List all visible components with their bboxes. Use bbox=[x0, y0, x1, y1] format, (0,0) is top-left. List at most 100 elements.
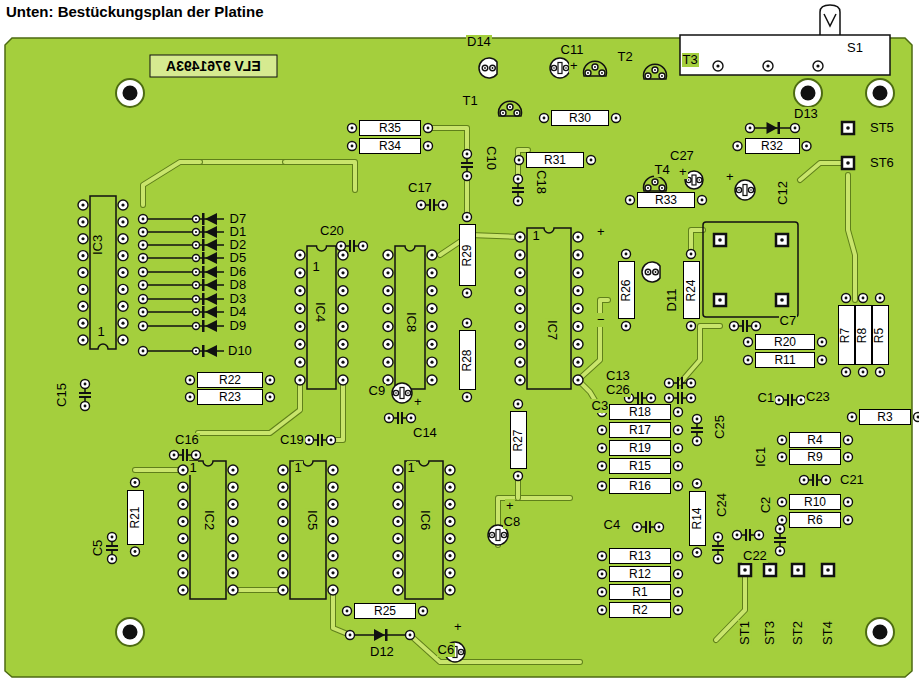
solder-pad bbox=[383, 321, 393, 331]
track-edge bbox=[233, 587, 283, 593]
track-edge bbox=[498, 498, 570, 545]
copper-track bbox=[200, 160, 285, 164]
solder-pad bbox=[813, 61, 823, 71]
solder-pad bbox=[81, 380, 90, 389]
part-label: C17 bbox=[407, 181, 433, 195]
solder-pad bbox=[178, 516, 188, 526]
drill-hole bbox=[677, 555, 680, 558]
drill-hole bbox=[594, 66, 596, 68]
solder-pad bbox=[800, 476, 809, 485]
resistor-box: R9 bbox=[789, 449, 841, 465]
drill-hole bbox=[81, 220, 84, 223]
drill-hole bbox=[195, 454, 198, 457]
solder-pad bbox=[445, 568, 455, 578]
capacitor-plate bbox=[182, 449, 184, 461]
drill-hole bbox=[195, 257, 197, 259]
solder-pad bbox=[665, 379, 674, 388]
solder-pad bbox=[427, 286, 437, 296]
solder-pad bbox=[645, 185, 651, 191]
resistor-box: R26 bbox=[618, 261, 635, 319]
solder-pad bbox=[514, 472, 523, 481]
drill-hole bbox=[516, 112, 518, 114]
drill-hole bbox=[388, 417, 391, 420]
drill-hole bbox=[690, 397, 693, 400]
solder-pad bbox=[193, 269, 200, 276]
solder-pad bbox=[647, 394, 656, 403]
solder-pad bbox=[407, 414, 416, 423]
solder-pad bbox=[587, 156, 596, 165]
solder-pad bbox=[573, 357, 583, 367]
drill-hole bbox=[576, 235, 579, 238]
part-label: ST6 bbox=[869, 156, 895, 170]
part-label: C3 bbox=[591, 399, 610, 413]
solder-pad bbox=[228, 534, 238, 544]
copper-track bbox=[578, 300, 608, 380]
solder-pad bbox=[445, 465, 455, 475]
coil-outline bbox=[703, 222, 798, 317]
drill-hole bbox=[750, 189, 752, 191]
solder-pad bbox=[748, 187, 753, 192]
capacitor-plate bbox=[742, 320, 744, 332]
transistor-outline bbox=[644, 64, 667, 79]
resistor-box: R15 bbox=[609, 458, 671, 474]
part-label: + bbox=[569, 59, 579, 73]
capacitor-plate bbox=[401, 412, 403, 424]
capacitor-plate bbox=[677, 392, 679, 404]
part-label: 1 bbox=[97, 325, 106, 339]
drill-hole bbox=[800, 399, 803, 402]
part-label: T2 bbox=[617, 50, 634, 64]
square-pad bbox=[792, 564, 804, 576]
copper-track bbox=[440, 235, 520, 255]
solder-pad bbox=[645, 269, 651, 275]
resistor-label: R10 bbox=[804, 496, 826, 509]
drill-hole bbox=[142, 271, 145, 274]
part-label: C16 bbox=[174, 433, 200, 447]
solder-pad bbox=[633, 523, 642, 532]
solder-pad bbox=[687, 250, 696, 259]
drill-hole bbox=[142, 325, 145, 328]
solder-pad bbox=[674, 482, 683, 491]
part-label: ST2 bbox=[791, 620, 805, 646]
part-label: C26 bbox=[605, 383, 631, 397]
part-label: C5 bbox=[91, 539, 105, 558]
solder-pad bbox=[118, 284, 128, 294]
drill-hole bbox=[407, 392, 409, 394]
solder-pad bbox=[445, 585, 455, 595]
solder-pad bbox=[733, 142, 742, 151]
solder-pad bbox=[118, 268, 128, 278]
drill-hole bbox=[677, 609, 680, 612]
solder-pad bbox=[338, 321, 348, 331]
drill-hole bbox=[420, 204, 423, 207]
solder-pad bbox=[598, 426, 607, 435]
drill-hole bbox=[781, 501, 784, 504]
drill-hole bbox=[422, 610, 425, 613]
solder-pad bbox=[655, 523, 664, 532]
drill-hole bbox=[341, 325, 344, 328]
diode-bar bbox=[202, 213, 205, 225]
part-label: D3 bbox=[229, 292, 248, 306]
drill-hole bbox=[396, 486, 399, 489]
drill-hole bbox=[677, 429, 680, 432]
solder-pad bbox=[193, 255, 200, 262]
capacitor-plate bbox=[512, 187, 524, 189]
resistor-box: R20 bbox=[755, 334, 815, 350]
solder-pad bbox=[598, 606, 607, 615]
drill-hole bbox=[181, 468, 184, 471]
drill-hole bbox=[134, 481, 137, 484]
drill-hole bbox=[231, 520, 234, 523]
solder-pad bbox=[573, 339, 583, 349]
drill-hole bbox=[826, 568, 830, 572]
track-edge bbox=[285, 162, 355, 190]
drill-hole bbox=[502, 112, 504, 114]
solder-pad bbox=[278, 482, 288, 492]
capacitor-plate bbox=[812, 474, 814, 486]
solder-pad bbox=[573, 232, 583, 242]
capacitor-plate bbox=[749, 529, 751, 541]
drill-hole bbox=[650, 397, 653, 400]
solder-pad bbox=[744, 338, 753, 347]
electrolytic-capacitor-outline bbox=[685, 171, 703, 189]
solder-pad bbox=[778, 436, 787, 445]
drill-hole bbox=[796, 568, 800, 572]
drill-hole bbox=[181, 588, 184, 591]
resistor-label: R9 bbox=[807, 451, 822, 464]
